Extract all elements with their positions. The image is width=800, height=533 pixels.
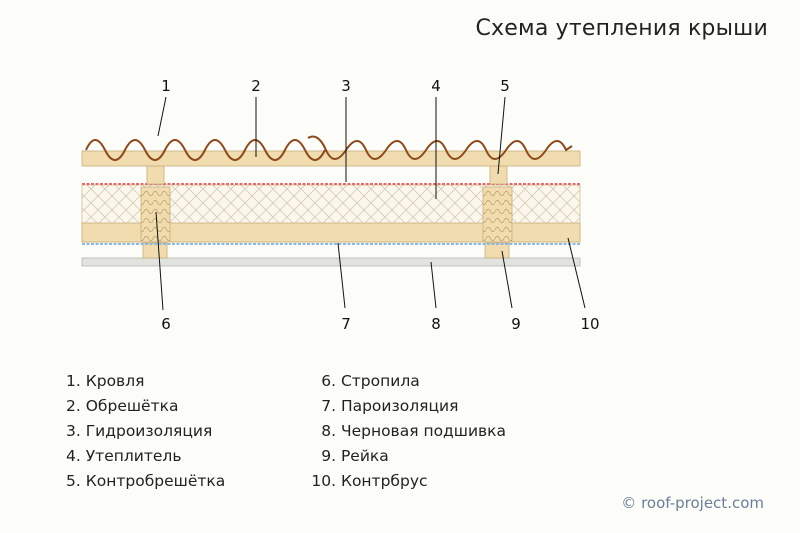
legend-item: 6. Стропила [321,372,420,390]
callout-4: 4 [431,77,441,95]
legend-item: 7. Пароизоляция [321,397,459,415]
callout-10: 10 [580,315,599,333]
callout-line-1 [157,96,167,137]
callout-7: 7 [341,315,351,333]
callout-3: 3 [341,77,351,95]
legend-item: 8. Черновая подшивка [321,422,507,440]
callout-lines [155,96,586,311]
callout-line-8 [430,261,437,309]
legend-item: 3. Гидроизоляция [66,422,213,440]
legend-item: 4. Утеплитель [66,447,182,465]
batten-left [142,242,168,259]
rafter-right-grain [483,187,512,242]
legend-left: 1. Кровля 2. Обрешётка 3. Гидроизоляция … [66,370,225,495]
roofing-sheet-right [307,135,573,160]
batten-right [484,242,510,259]
callout-line-9 [501,250,513,309]
callout-line-10 [567,237,586,309]
callout-6: 6 [161,315,171,333]
page-title: Схема утепления крыши [475,16,768,41]
callout-line-7 [337,242,346,309]
callout-8: 8 [431,315,441,333]
copyright-link[interactable]: © roof-project.com [621,494,764,512]
roofing-sheet-left [85,139,326,161]
rafter-left-grain [141,187,170,242]
legend-item: 9. Рейка [321,447,389,465]
callout-line-5 [497,96,506,175]
roof-insulation-diagram: 1 2 3 4 5 6 7 8 9 10 [81,77,600,333]
subfloor-board [81,257,581,267]
counter-beam [81,222,581,243]
callout-1: 1 [161,77,171,95]
legend-item: 5. Контробрешётка [66,472,226,490]
legend-item: 10. Контрбрус [311,472,428,490]
callout-9: 9 [511,315,521,333]
legend-right: 6. Стропила 7. Пароизоляция 8. Черновая … [302,370,506,495]
callout-line-6 [155,211,164,311]
callout-5: 5 [500,77,510,95]
counter-batten-left [146,165,165,185]
legend-item: 2. Обрешётка [66,397,179,415]
legend-item: 1. Кровля [66,372,145,390]
callout-2: 2 [251,77,261,95]
